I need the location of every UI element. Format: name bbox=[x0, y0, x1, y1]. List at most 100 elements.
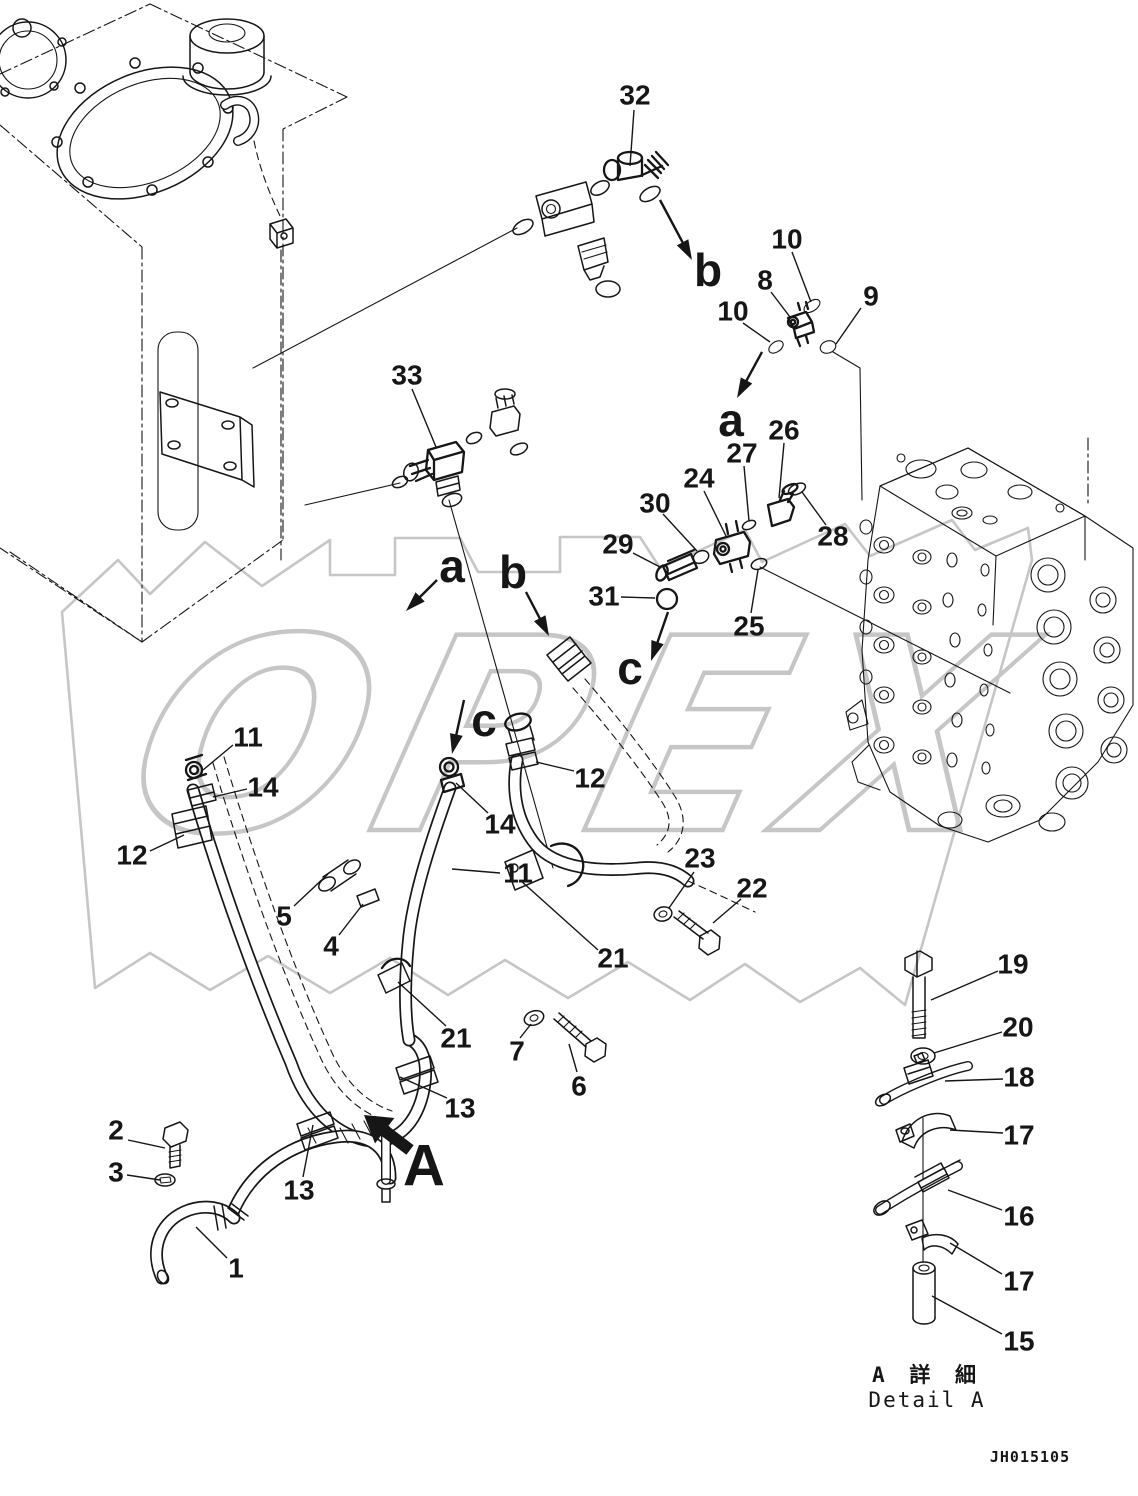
flow-arrow bbox=[658, 199, 692, 260]
flow-label-b: b bbox=[499, 546, 549, 636]
leader-line bbox=[944, 1078, 1004, 1082]
callout-label: 15 bbox=[1003, 1326, 1034, 1357]
callout-label: 2 bbox=[108, 1115, 124, 1146]
drawing-code: JH015105 bbox=[990, 1448, 1070, 1466]
callout-32: 32 bbox=[619, 80, 651, 167]
leader-line bbox=[411, 388, 437, 448]
callout-label: 10 bbox=[771, 224, 802, 255]
tee-24 bbox=[712, 519, 752, 574]
callout-label: 10 bbox=[717, 296, 748, 327]
callout-4: 4 bbox=[323, 903, 364, 962]
callout-30: 30 bbox=[639, 488, 698, 552]
leader-line bbox=[127, 1139, 166, 1149]
flow-letter: b bbox=[499, 546, 527, 598]
callout-label: 17 bbox=[1003, 1120, 1034, 1151]
callout-8: 8 bbox=[757, 265, 791, 318]
callout-label: 30 bbox=[639, 488, 670, 519]
washer-23 bbox=[653, 906, 673, 922]
elbow-fitting-33 bbox=[391, 440, 466, 508]
connection-lines bbox=[252, 227, 1089, 869]
callout-label: 22 bbox=[736, 873, 767, 904]
bolt-2 bbox=[162, 1121, 189, 1169]
arrow-head bbox=[676, 239, 692, 260]
tee-assembly-8 bbox=[768, 298, 837, 354]
tank-side-handle bbox=[157, 331, 199, 531]
arrow-shaft bbox=[417, 579, 438, 600]
callout-label: 7 bbox=[509, 1036, 525, 1067]
valve-spool-field bbox=[942, 552, 995, 775]
arrow-shaft bbox=[655, 611, 670, 645]
arrow-shaft bbox=[379, 1124, 414, 1155]
hydraulic-tank bbox=[0, 3, 348, 643]
callout-label: 14 bbox=[247, 772, 279, 803]
leader-line bbox=[568, 1043, 578, 1073]
watermark: OPEX bbox=[60, 518, 1068, 1007]
leader-line bbox=[743, 465, 750, 522]
callout-13: 13 bbox=[283, 1124, 315, 1206]
callout-label: 20 bbox=[1002, 1012, 1033, 1043]
callout-label: 32 bbox=[619, 80, 650, 111]
callout-label: 33 bbox=[391, 360, 422, 391]
flow-letter: b bbox=[694, 244, 722, 296]
callout-14: 14 bbox=[212, 772, 279, 803]
clamp-13-right bbox=[395, 1055, 439, 1095]
leader-line bbox=[202, 744, 234, 771]
callout-33: 33 bbox=[391, 360, 437, 448]
callout-1: 1 bbox=[195, 1226, 244, 1284]
callout-label: 25 bbox=[733, 611, 764, 642]
leader-line bbox=[397, 981, 447, 1027]
callout-5: 5 bbox=[276, 873, 329, 932]
callout-label: 13 bbox=[283, 1175, 314, 1206]
leader-line bbox=[126, 1174, 161, 1181]
callout-label: 26 bbox=[768, 415, 799, 446]
callout-16: 16 bbox=[947, 1189, 1035, 1232]
leader-line bbox=[835, 307, 862, 345]
fitting-14-right bbox=[438, 756, 466, 794]
callout-26: 26 bbox=[768, 415, 800, 499]
arrow-shaft bbox=[658, 199, 685, 245]
callout-label: 4 bbox=[323, 931, 339, 962]
filler-cap bbox=[0, 18, 67, 99]
leader-line bbox=[778, 442, 785, 499]
detail-label-jp: A 詳 細 bbox=[872, 1363, 982, 1387]
callout-10: 10 bbox=[771, 224, 812, 303]
leader-line bbox=[629, 109, 635, 167]
leader-line bbox=[742, 322, 771, 343]
washer-3 bbox=[154, 1173, 176, 1187]
valve-left-bank bbox=[859, 519, 932, 765]
callout-label: 12 bbox=[116, 840, 147, 871]
flow-arrow bbox=[449, 699, 466, 754]
callout-3: 3 bbox=[108, 1157, 161, 1188]
callout-9: 9 bbox=[835, 281, 879, 345]
leader-line bbox=[399, 1076, 448, 1099]
leader-line bbox=[949, 1129, 1004, 1134]
flow-letter: c bbox=[471, 694, 497, 746]
callout-label: 12 bbox=[574, 763, 605, 794]
clamp-21-lower bbox=[377, 957, 412, 994]
callout-17: 17 bbox=[949, 1242, 1035, 1297]
callout-label: 13 bbox=[444, 1093, 475, 1124]
leader-line bbox=[195, 1226, 228, 1259]
callout-label: 16 bbox=[1003, 1201, 1034, 1232]
control-valve bbox=[845, 447, 1134, 843]
arrow-shaft bbox=[454, 699, 466, 737]
fitting-11-left bbox=[184, 753, 208, 782]
o-ring-31 bbox=[655, 587, 679, 611]
leader-line bbox=[293, 873, 329, 907]
leader-line bbox=[455, 782, 489, 814]
callout-7: 7 bbox=[509, 1023, 532, 1067]
flow-arrow bbox=[651, 611, 670, 661]
flow-label-a: a bbox=[406, 540, 465, 611]
leader-line bbox=[949, 1242, 1003, 1275]
callout-17: 17 bbox=[949, 1120, 1035, 1151]
callout-21: 21 bbox=[397, 981, 472, 1054]
callout-12: 12 bbox=[116, 834, 185, 871]
leader-line bbox=[620, 596, 656, 599]
leader-line bbox=[770, 291, 791, 318]
clamp-17-upper bbox=[895, 1112, 957, 1149]
callout-18: 18 bbox=[944, 1062, 1035, 1093]
leader-line bbox=[212, 788, 248, 798]
callout-31: 31 bbox=[588, 581, 656, 612]
arrow-head bbox=[406, 592, 425, 611]
